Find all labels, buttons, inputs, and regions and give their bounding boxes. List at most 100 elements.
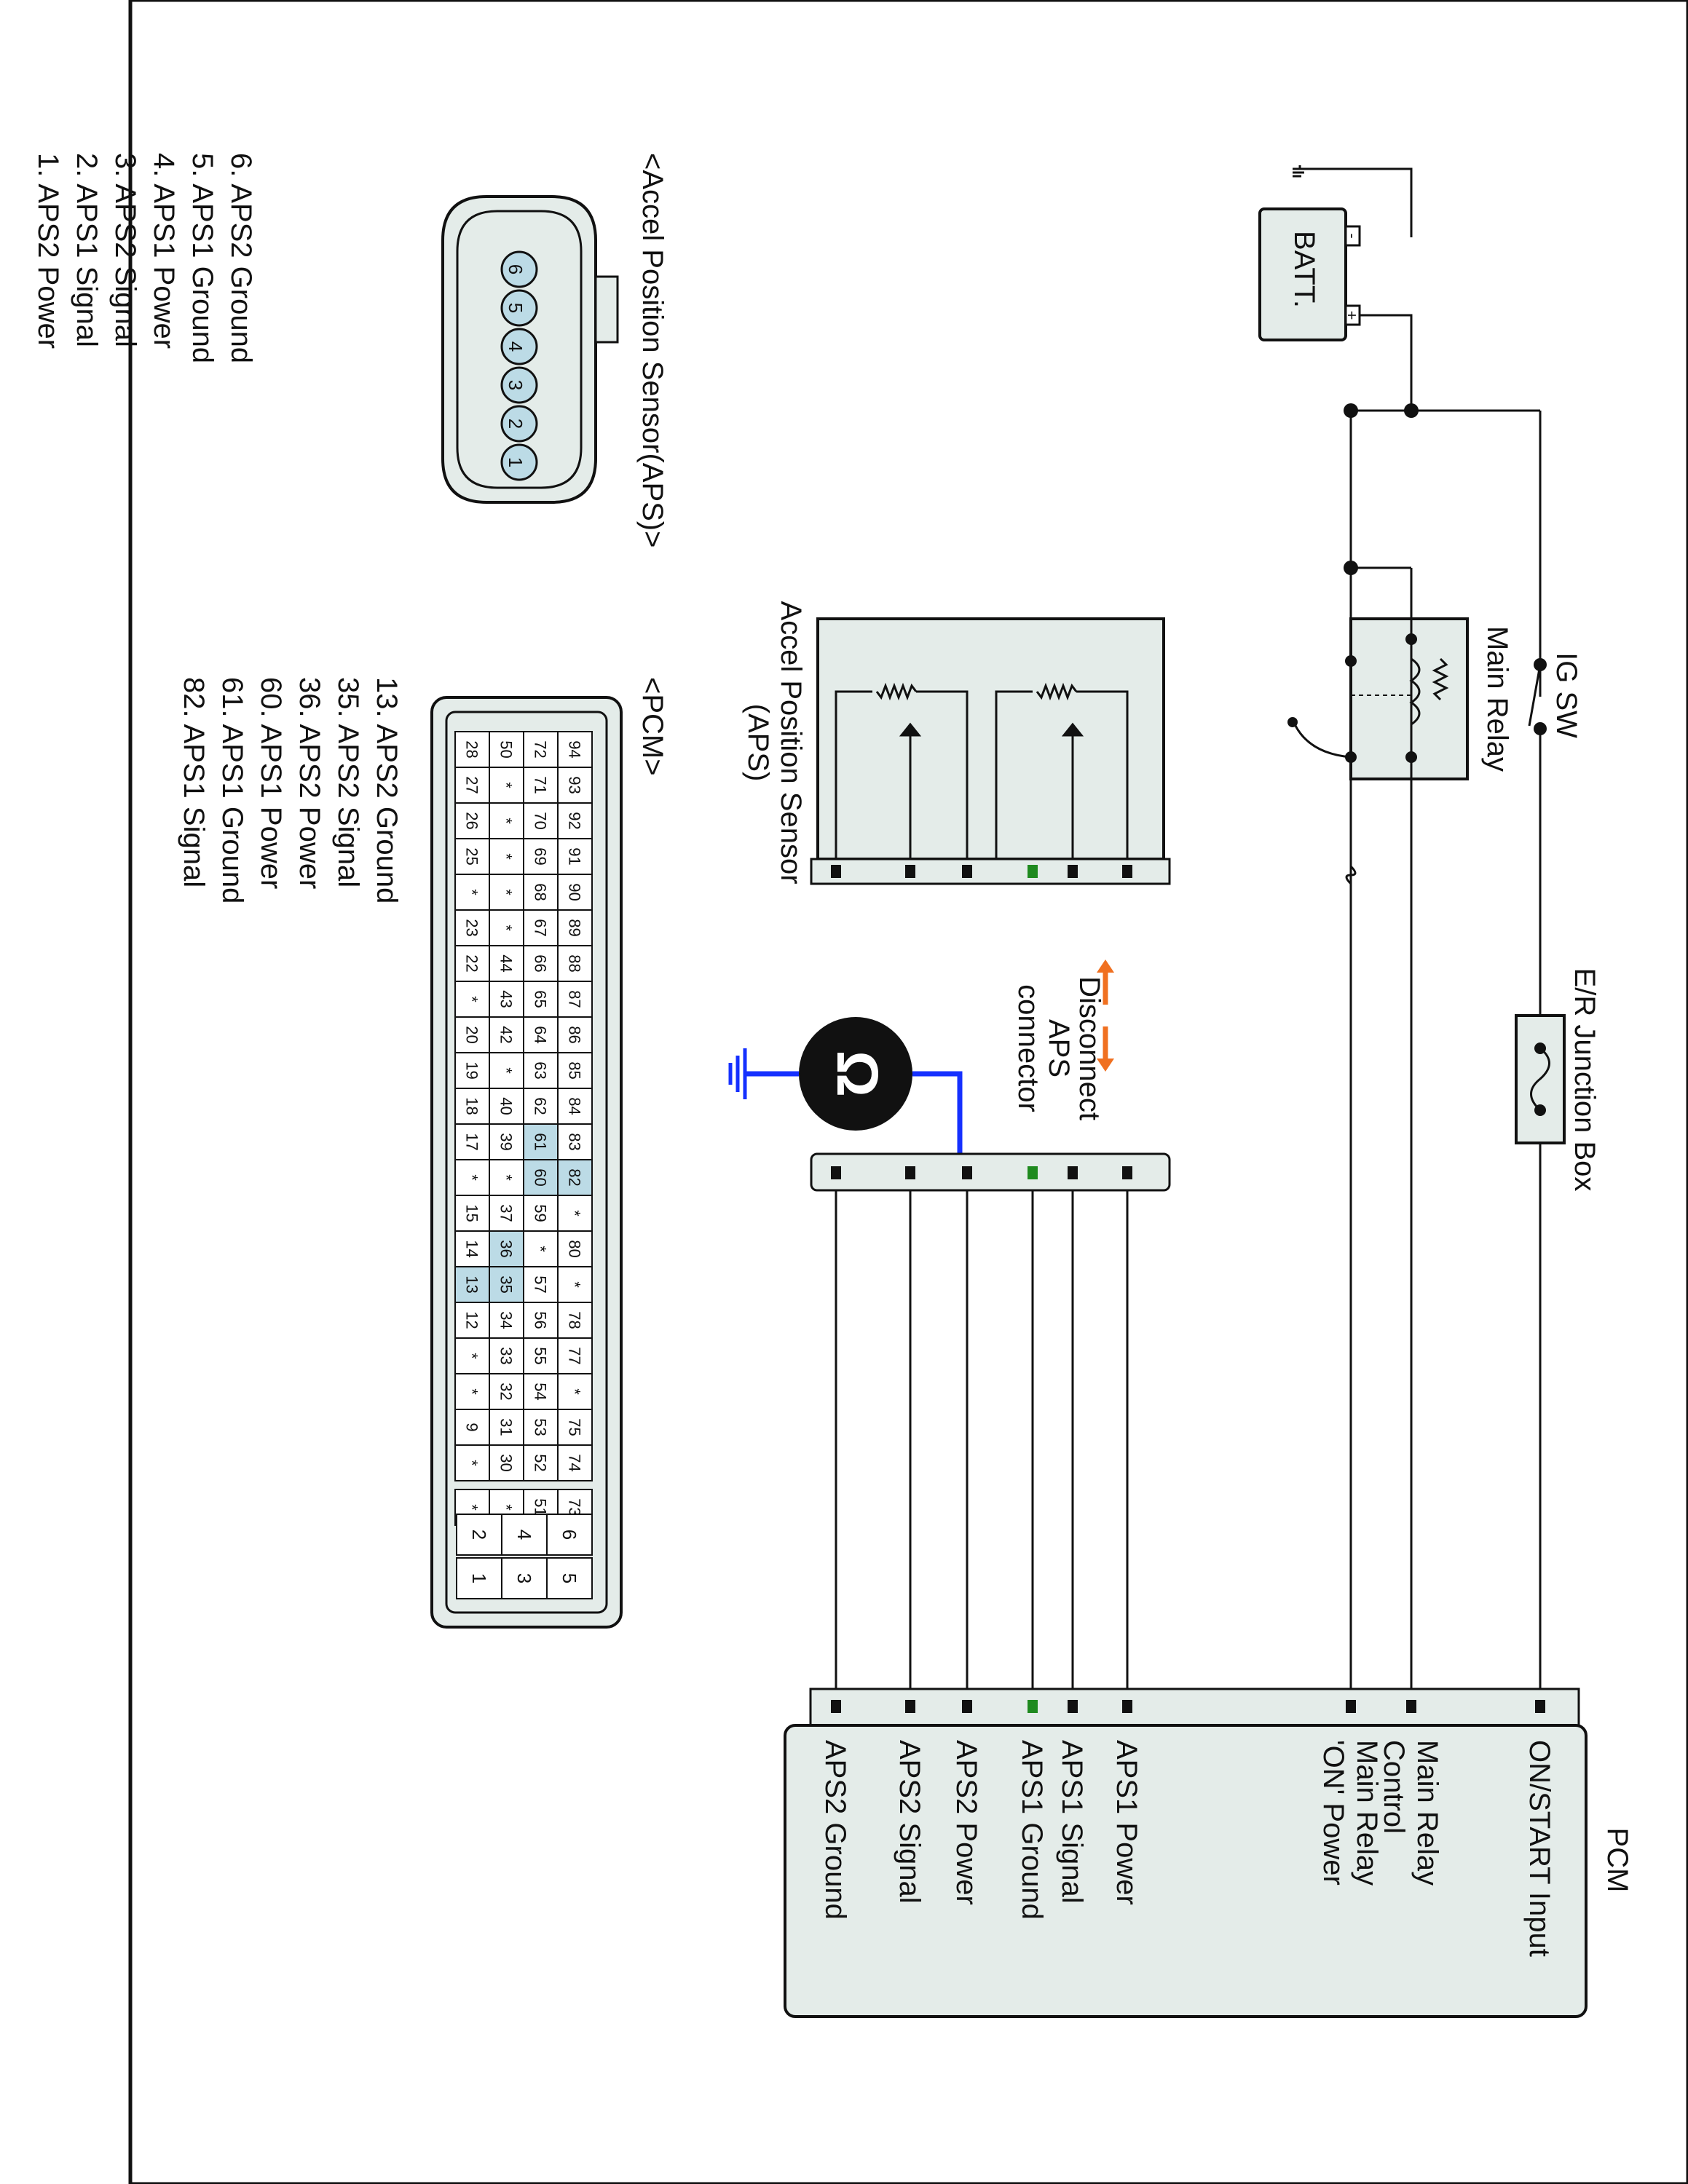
pcm-pin-number: 94 <box>566 740 584 758</box>
pcm-terminal-label: APS1 Power <box>1111 1740 1143 1905</box>
pin-marker <box>1122 1700 1132 1713</box>
pcm-pin-number: 62 <box>532 1097 550 1115</box>
pcm-legend-item: 82. APS1 Signal <box>178 677 210 887</box>
battery-label: BATT. <box>1288 231 1320 308</box>
ohm-symbol: Ω <box>825 1051 890 1097</box>
aps-legend-item: 3. APS2 Signal <box>109 153 141 347</box>
aps-component-label-line1: Accel Position Sensor <box>775 601 807 884</box>
pcm-pin-number: 84 <box>566 1097 584 1115</box>
rotated-content: BATT. - + IG SW Main Relay <box>32 153 1633 2018</box>
pcm-pin-number: 13 <box>463 1275 481 1293</box>
pin-marker <box>962 1700 972 1713</box>
pcm-pin-number: 50 <box>497 740 516 758</box>
battery-negative-terminal <box>1344 225 1361 247</box>
pcm-pin-number: 26 <box>463 812 481 829</box>
pcm-pin-number: 82 <box>566 1168 584 1186</box>
pcm-pin-number: 92 <box>566 812 584 829</box>
pcm-pin-number: 25 <box>463 847 481 865</box>
pcm-pin-number: 72 <box>532 740 550 758</box>
fuse-icon <box>1530 1042 1550 1116</box>
pin-marker <box>1068 1700 1078 1713</box>
pcm-pin-cell <box>454 1444 490 1481</box>
pcm-terminal-label: Control <box>1378 1740 1410 1834</box>
pcm-legend-item: 36. APS2 Power <box>293 677 326 889</box>
pcm-pin-number: 93 <box>566 776 584 794</box>
pcm-terminal-label: APS1 Ground <box>1016 1740 1048 1920</box>
pcm-pin-number: 66 <box>532 954 550 972</box>
aps-component-label-line2: (APS) <box>742 704 774 782</box>
pcm-pin-number: 44 <box>497 954 516 972</box>
pcm-pin-number: 83 <box>566 1133 584 1150</box>
pcm-power-pin-number: 2 <box>468 1530 490 1540</box>
pcm-pin-number: * <box>463 1353 481 1359</box>
pcm-pin-number: 69 <box>532 847 550 865</box>
pcm-legend-item: 60. APS1 Power <box>255 677 287 889</box>
pcm-pin-number: * <box>497 853 516 860</box>
pin-marker-highlight <box>1028 1700 1038 1713</box>
aps-pin <box>500 405 538 443</box>
aps-legend-item: 4. APS1 Power <box>148 153 180 349</box>
pin-marker-highlight <box>1028 865 1038 878</box>
pcm-pin-number: 65 <box>532 990 550 1008</box>
pcm-pin-number: 78 <box>566 1311 584 1329</box>
pcm-pin-number: 85 <box>566 1061 584 1079</box>
pcm-pin-number: * <box>497 889 516 895</box>
pcm-pin-number: 67 <box>532 919 550 936</box>
ig-switch-label: IG SW <box>1550 652 1582 738</box>
pcm-title: PCM <box>1601 1828 1633 1893</box>
aps-component-pins <box>831 865 1132 878</box>
pcm-pin-number: * <box>566 1388 584 1395</box>
pcm-pin-number: 64 <box>532 1026 550 1043</box>
battery-positive-wire <box>1360 314 1413 411</box>
pcm-pin-number: 88 <box>566 954 584 972</box>
pcm-pin-number: 75 <box>566 1418 584 1436</box>
battery-ground-symbol <box>1293 165 1307 178</box>
pcm-pin-number: 36 <box>497 1240 516 1257</box>
pcm-pin-number: * <box>463 1504 481 1511</box>
pcm-pin-number: 73 <box>566 1498 584 1516</box>
pcm-pin-number: 68 <box>532 883 550 901</box>
pcm-pin-number: * <box>566 1281 584 1288</box>
aps-legend-item: 1. APS2 Power <box>32 153 64 349</box>
disconnect-note-line1: Disconnect <box>1073 976 1105 1120</box>
pin-marker <box>962 865 972 878</box>
pin-marker-highlight <box>1028 1166 1038 1179</box>
pcm-legend-item: 35. APS2 Signal <box>332 677 364 887</box>
page-frame <box>128 0 1688 2184</box>
aps-connector-title: <Accel Position Sensor(APS)> <box>636 153 669 547</box>
pin-marker <box>1122 865 1132 878</box>
pcm-pin-number: 9 <box>463 1423 481 1431</box>
pcm-pin-number: * <box>463 996 481 1002</box>
aps-pin-number: 4 <box>505 341 526 352</box>
aps-pin <box>500 289 538 327</box>
aps-pin <box>500 250 538 288</box>
pcm-pin-number: 56 <box>532 1311 550 1329</box>
pcm-pin-number: 35 <box>497 1275 516 1293</box>
disconnect-note-line2: APS <box>1043 1019 1075 1077</box>
pcm-pin-number: 74 <box>566 1454 584 1471</box>
pcm-terminal-label: ON/START Input <box>1523 1740 1555 1957</box>
pcm-pin-number: 34 <box>497 1311 516 1329</box>
pcm-terminal-label: APS1 Signal <box>1056 1740 1088 1904</box>
pcm-pin-number: * <box>497 1067 516 1074</box>
wire-break-symbol <box>1345 865 1357 885</box>
relay-armature <box>1293 724 1352 759</box>
aps-harness-connector <box>810 1152 1171 1192</box>
junction-box-label: E/R Junction Box <box>1569 968 1601 1192</box>
battery-ground-wire <box>1300 167 1413 237</box>
pcm-pin-number: 70 <box>532 812 550 829</box>
pcm-pin-number: * <box>566 1210 584 1216</box>
pcm-pin-number: * <box>463 1460 481 1466</box>
pin-marker <box>1535 1700 1545 1713</box>
aps-harness-pins <box>831 1166 1132 1179</box>
pcm-pin-number: 40 <box>497 1097 516 1115</box>
aps-potentiometer-1 <box>995 682 1129 859</box>
aps-pin <box>500 443 538 481</box>
pin-marker <box>962 1166 972 1179</box>
battery-positive-symbol: + <box>1343 311 1361 320</box>
disconnect-arrow-icon <box>1097 960 1114 1072</box>
aps-potentiometer-2 <box>835 682 969 859</box>
